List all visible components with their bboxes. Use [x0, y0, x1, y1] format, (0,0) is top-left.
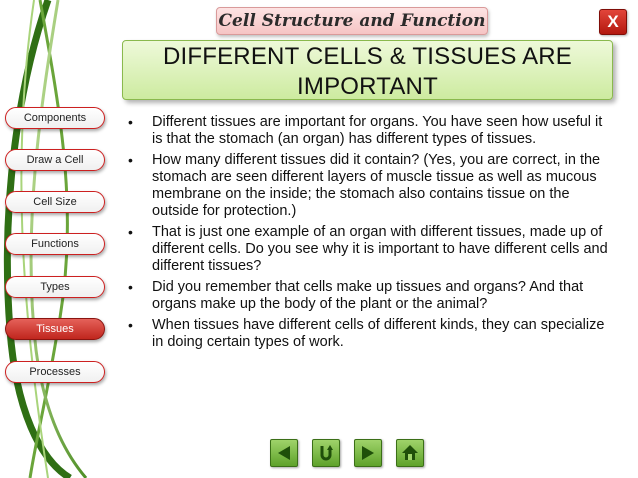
back-icon [278, 446, 290, 460]
bullet-text: Did you remember that cells make up tiss… [152, 279, 584, 312]
list-item: •Different tissues are important for org… [128, 114, 603, 147]
decorative-leaf-curves [3, 0, 88, 478]
sidebar-item-processes[interactable]: Processes [5, 361, 105, 383]
list-item: •Did you remember that cells make up tis… [128, 279, 584, 312]
bullet-text: When tissues have different cells of dif… [152, 317, 605, 350]
forward-button[interactable] [354, 439, 382, 467]
bullet-text: That is just one example of an organ wit… [152, 224, 608, 274]
sidebar-item-components[interactable]: Components [5, 107, 105, 129]
return-button[interactable] [312, 439, 340, 467]
list-item: •That is just one example of an organ wi… [128, 224, 608, 274]
forward-icon [362, 446, 374, 460]
footer-navigation [270, 439, 424, 467]
app-title: Cell Structure and Function [216, 7, 488, 35]
bullet-text: How many different tissues did it contai… [152, 152, 601, 219]
bullet-list: •Different tissues are important for org… [128, 114, 612, 355]
list-item: •When tissues have different cells of di… [128, 317, 605, 350]
slide-heading: DIFFERENT CELLS & TISSUES ARE IMPORTANT [162, 43, 573, 100]
return-icon [320, 445, 333, 461]
list-item: •How many different tissues did it conta… [128, 152, 601, 219]
sidebar-item-cell-size[interactable]: Cell Size [5, 191, 105, 213]
close-button[interactable]: X [599, 9, 627, 35]
sidebar-item-types[interactable]: Types [5, 276, 105, 298]
back-button[interactable] [270, 439, 298, 467]
home-icon [402, 445, 418, 460]
heading-panel [122, 40, 613, 100]
bullet-text: Different tissues are important for orga… [152, 114, 603, 147]
sidebar-item-tissues[interactable]: Tissues [5, 318, 105, 340]
sidebar-item-draw-a-cell[interactable]: Draw a Cell [5, 149, 105, 171]
home-button[interactable] [396, 439, 424, 467]
sidebar-item-functions[interactable]: Functions [5, 233, 105, 255]
